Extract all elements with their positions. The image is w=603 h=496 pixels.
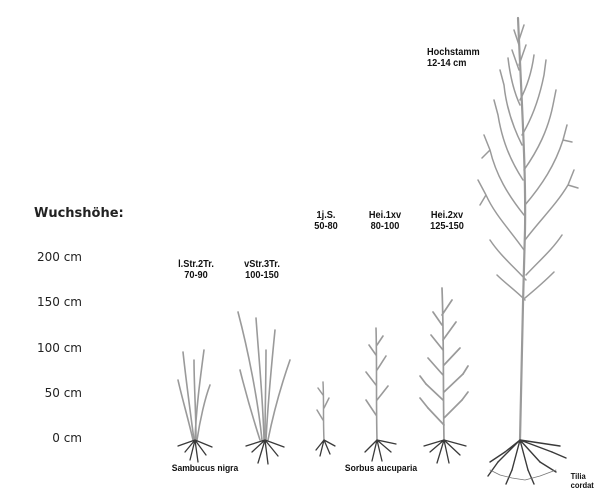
sambucus-small-plant [178, 350, 212, 462]
sorbus-heister2-plant [420, 288, 468, 463]
sorbus-heister1-plant [365, 328, 396, 461]
species-label-tilia: Tilia cordat [571, 472, 594, 490]
species-label-tilia-genus: Tilia [571, 472, 594, 481]
species-label-tilia-epithet: cordat [571, 481, 594, 490]
tilia-standard-tree [478, 18, 578, 484]
species-label-sambucus: Sambucus nigra [172, 463, 239, 473]
species-label-sorbus: Sorbus aucuparia [345, 463, 417, 473]
sambucus-large-plant [238, 312, 290, 464]
sorbus-seedling-plant [316, 382, 335, 456]
